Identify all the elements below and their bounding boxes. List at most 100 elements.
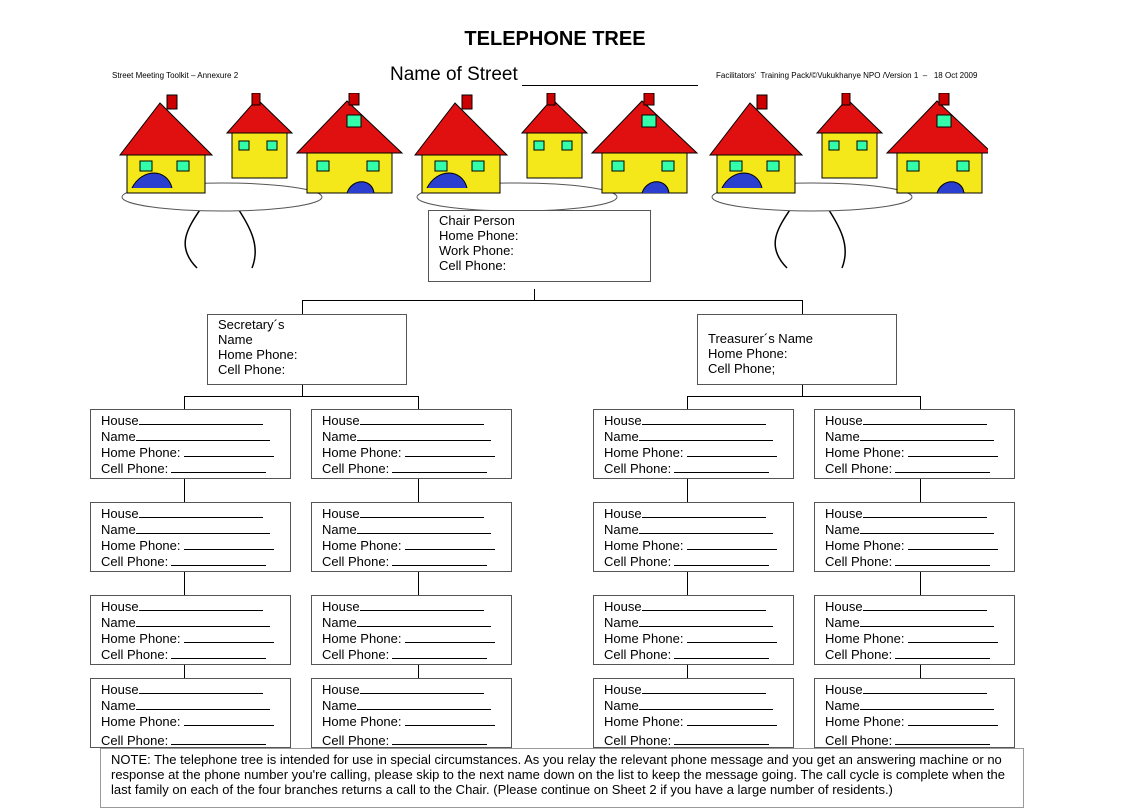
home-blank-line[interactable]	[183, 713, 274, 726]
house-box-row: Home Phone:	[322, 713, 511, 729]
home-blank-line[interactable]	[183, 537, 274, 550]
cell-blank-line[interactable]	[392, 460, 488, 473]
home-blank-line[interactable]	[907, 713, 998, 726]
street-name-field[interactable]: Name of Street	[390, 64, 698, 86]
secretary-home-phone: Home Phone:	[218, 347, 298, 362]
name-blank-line[interactable]	[859, 614, 994, 627]
name-label: Name	[825, 429, 860, 444]
house-blank-line[interactable]	[641, 598, 766, 611]
house-blank-line[interactable]	[862, 681, 987, 694]
cell-blank-line[interactable]	[674, 732, 770, 745]
chair-home-phone: Home Phone:	[439, 228, 519, 243]
home-blank-line[interactable]	[686, 630, 777, 643]
house-blank-line[interactable]	[138, 598, 263, 611]
cell-blank-line[interactable]	[895, 460, 991, 473]
treasurer-box[interactable]: Treasurer´s Name Home Phone: Cell Phone;	[697, 314, 897, 385]
name-blank-line[interactable]	[356, 614, 491, 627]
home-blank-line[interactable]	[686, 713, 777, 726]
cell-blank-line[interactable]	[895, 646, 991, 659]
house-box-row: House	[825, 412, 1014, 428]
cell-blank-line[interactable]	[895, 732, 991, 745]
name-blank-line[interactable]	[356, 521, 491, 534]
name-blank-line[interactable]	[135, 428, 270, 441]
house-blank-line[interactable]	[359, 681, 484, 694]
connector	[302, 300, 803, 301]
name-label: Name	[604, 615, 639, 630]
home-blank-line[interactable]	[907, 537, 998, 550]
name-blank-line[interactable]	[356, 428, 491, 441]
cell-blank-line[interactable]	[392, 553, 488, 566]
house-blank-line[interactable]	[138, 681, 263, 694]
house-blank-line[interactable]	[359, 505, 484, 518]
cell-phone-label: Cell Phone:	[604, 461, 672, 476]
cell-blank-line[interactable]	[171, 553, 267, 566]
name-label: Name	[101, 698, 136, 713]
name-blank-line[interactable]	[638, 697, 773, 710]
house-blank-line[interactable]	[641, 505, 766, 518]
home-blank-line[interactable]	[907, 630, 998, 643]
house-blank-line[interactable]	[138, 505, 263, 518]
home-blank-line[interactable]	[907, 444, 998, 457]
name-blank-line[interactable]	[638, 614, 773, 627]
street-blank-line[interactable]	[521, 67, 698, 86]
cell-blank-line[interactable]	[392, 646, 488, 659]
home-blank-line[interactable]	[404, 444, 495, 457]
home-blank-line[interactable]	[183, 630, 274, 643]
home-blank-line[interactable]	[686, 444, 777, 457]
house-blank-line[interactable]	[359, 598, 484, 611]
house-blank-line[interactable]	[138, 412, 263, 425]
house-box-row: Home Phone:	[322, 537, 511, 553]
name-blank-line[interactable]	[135, 614, 270, 627]
home-blank-line[interactable]	[404, 713, 495, 726]
cell-blank-line[interactable]	[895, 553, 991, 566]
house-blank-line[interactable]	[641, 681, 766, 694]
house-box-row: Home Phone:	[825, 444, 1014, 460]
home-blank-line[interactable]	[404, 630, 495, 643]
cell-blank-line[interactable]	[392, 732, 488, 745]
note-text: NOTE: The telephone tree is intended for…	[100, 748, 1024, 808]
chair-person-box[interactable]: Chair Person Home Phone: Work Phone: Cel…	[428, 210, 651, 282]
house-box-row: Home Phone:	[604, 444, 793, 460]
name-blank-line[interactable]	[638, 428, 773, 441]
house-blank-line[interactable]	[359, 412, 484, 425]
home-blank-line[interactable]	[183, 444, 274, 457]
name-blank-line[interactable]	[135, 521, 270, 534]
cell-blank-line[interactable]	[674, 460, 770, 473]
house-blank-line[interactable]	[641, 412, 766, 425]
house-blank-line[interactable]	[862, 598, 987, 611]
name-blank-line[interactable]	[638, 521, 773, 534]
cell-blank-line[interactable]	[674, 553, 770, 566]
home-blank-line[interactable]	[404, 537, 495, 550]
secretary-box[interactable]: Secretary´s Name Home Phone: Cell Phone:	[207, 314, 407, 385]
house-blank-line[interactable]	[862, 412, 987, 425]
connector	[302, 385, 303, 397]
name-blank-line[interactable]	[135, 697, 270, 710]
name-blank-line[interactable]	[356, 697, 491, 710]
name-blank-line[interactable]	[859, 428, 994, 441]
cell-blank-line[interactable]	[171, 460, 267, 473]
house-blank-line[interactable]	[862, 505, 987, 518]
cell-blank-line[interactable]	[171, 732, 267, 745]
cell-blank-line[interactable]	[674, 646, 770, 659]
house-label: House	[825, 682, 863, 697]
cell-blank-line[interactable]	[171, 646, 267, 659]
name-blank-line[interactable]	[859, 521, 994, 534]
home-blank-line[interactable]	[686, 537, 777, 550]
name-blank-line[interactable]	[859, 697, 994, 710]
